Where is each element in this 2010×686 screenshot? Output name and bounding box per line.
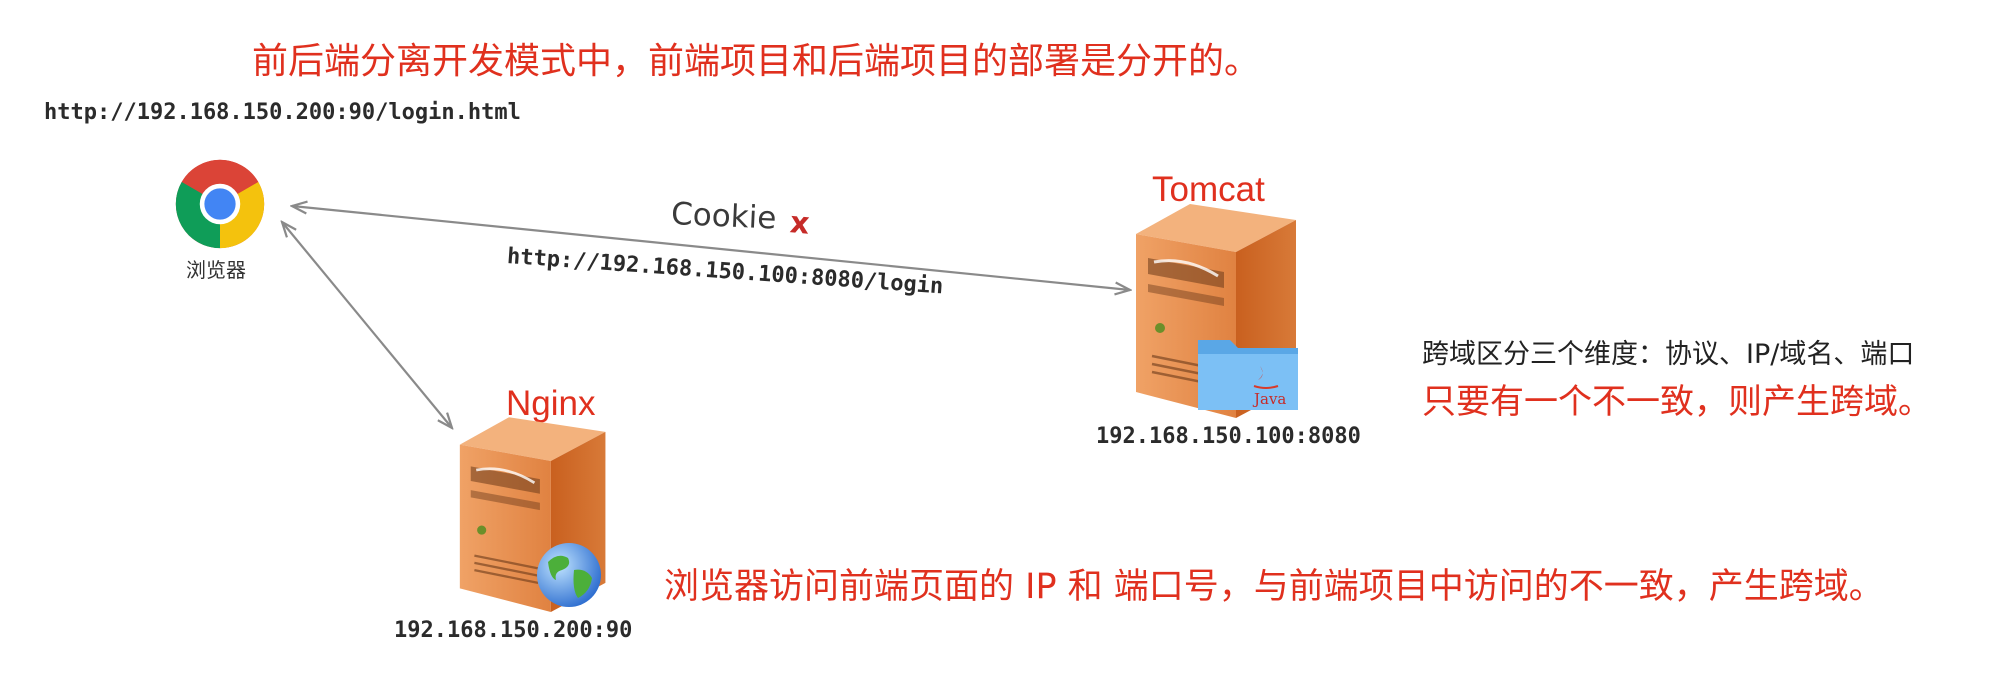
cookie-label: Cookie (670, 196, 778, 237)
bottom-note: 浏览器访问前端页面的 IP 和 端口号，与前端项目中访问的不一致，产生跨域。 (664, 567, 1884, 607)
svg-text:Java: Java (1252, 390, 1286, 408)
page-title: 前后端分离开发模式中，前端项目和后端项目的部署是分开的。 (252, 41, 1261, 82)
cookie-blocked-mark: x (788, 205, 811, 242)
java-folder-icon: Java (1198, 340, 1298, 410)
cross-domain-condition: 只要有一个不一致，则产生跨域。 (1422, 382, 1932, 422)
chrome-icon (175, 159, 265, 249)
frontend-url: http://192.168.150.200:90/login.html (44, 100, 521, 125)
nginx-address: 192.168.150.200:90 (394, 618, 633, 643)
tomcat-address: 192.168.150.100:8080 (1096, 424, 1361, 449)
browser-label: 浏览器 (186, 258, 246, 282)
browser-nginx-arrow (282, 222, 452, 428)
tomcat-label: Tomcat (1152, 170, 1265, 209)
nginx-label: Nginx (506, 384, 596, 423)
globe-icon (537, 543, 601, 607)
cross-domain-rule: 跨域区分三个维度：协议、IP/域名、端口 (1422, 339, 1915, 370)
